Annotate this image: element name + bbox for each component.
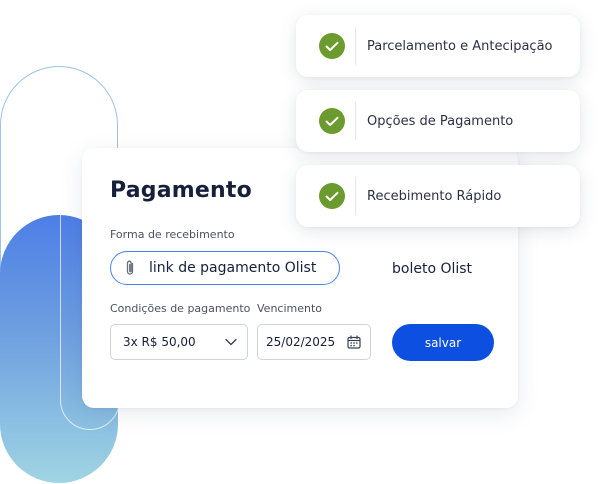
feature-installments: Parcelamento e Antecipação [296, 15, 580, 77]
feature-label: Opções de Pagamento [367, 113, 514, 129]
due-date-label: Vencimento [257, 302, 323, 315]
feature-payment-options: Opções de Pagamento [296, 90, 580, 152]
divider [355, 177, 356, 215]
boleto-option[interactable]: boleto Olist [392, 261, 473, 277]
divider [355, 102, 356, 140]
check-circle-icon [319, 33, 345, 59]
check-icon [325, 191, 339, 201]
due-date-input[interactable]: 25/02/2025 [257, 324, 371, 360]
chevron-down-icon [225, 338, 237, 346]
due-date-value: 25/02/2025 [266, 335, 336, 349]
payment-conditions-select[interactable]: 3x R$ 50,00 [110, 324, 248, 360]
payment-link-option[interactable]: link de pagamento Olist [110, 251, 340, 285]
payment-link-option-label: link de pagamento Olist [149, 260, 317, 276]
feature-fast-receipt: Recebimento Rápido [296, 165, 580, 227]
feature-label: Recebimento Rápido [367, 188, 502, 204]
paperclip-icon [126, 260, 134, 275]
payment-conditions-value: 3x R$ 50,00 [123, 335, 196, 349]
payment-card: Pagamento Forma de recebimento link de p… [82, 148, 518, 408]
payment-conditions-label: Condições de pagamento [110, 302, 251, 315]
divider [355, 27, 356, 65]
page-title: Pagamento [110, 178, 252, 203]
save-button[interactable]: salvar [392, 324, 494, 361]
calendar-icon[interactable] [347, 335, 361, 349]
check-icon [325, 41, 339, 51]
check-circle-icon [319, 183, 345, 209]
receipt-method-label: Forma de recebimento [110, 228, 235, 241]
check-circle-icon [319, 108, 345, 134]
check-icon [325, 116, 339, 126]
feature-label: Parcelamento e Antecipação [367, 38, 553, 54]
